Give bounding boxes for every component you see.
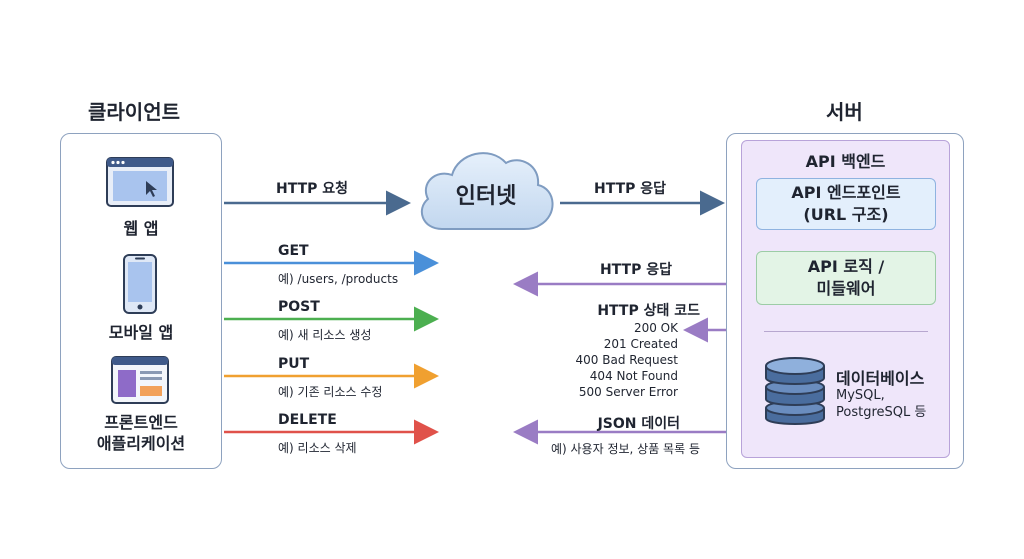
- method-delete-label: DELETE: [278, 412, 337, 428]
- status-code-item: 200 OK: [633, 321, 678, 335]
- method-get-example: 예) /users, /products: [278, 272, 399, 286]
- response-top-label: HTTP 응답: [594, 181, 667, 197]
- status-code-item: 500 Server Error: [578, 385, 678, 399]
- database-title: 데이터베이스: [836, 369, 925, 388]
- status-code-title: HTTP 상태 코드: [597, 303, 700, 319]
- divider: [764, 331, 928, 332]
- request-label: HTTP 요청: [276, 181, 349, 197]
- browser-window-icon: [106, 157, 174, 207]
- status-code-list: 200 OK 201 Created 400 Bad Request 404 N…: [520, 320, 678, 400]
- method-put-example: 예) 기존 리소스 수정: [278, 385, 383, 399]
- server-title: 서버: [826, 100, 863, 124]
- status-code-item: 400 Bad Request: [575, 353, 678, 367]
- mobile-phone-icon: [123, 254, 157, 314]
- database-icon: [765, 357, 825, 425]
- method-get-label: GET: [278, 243, 309, 259]
- method-put-label: PUT: [278, 356, 310, 372]
- api-backend-title: API 백엔드: [805, 152, 886, 171]
- client-item-web-app: 웹 앱: [123, 219, 159, 238]
- method-post-label: POST: [278, 299, 320, 315]
- status-code-item: 201 Created: [603, 337, 678, 351]
- client-item-frontend-app: 프론트엔드 애플리케이션: [96, 413, 186, 453]
- database-examples: MySQL, PostgreSQL 등: [836, 388, 927, 420]
- json-data-example: 예) 사용자 정보, 상품 목록 등: [550, 442, 700, 456]
- api-endpoint-box: API 엔드포인트 (URL 구조): [756, 178, 936, 230]
- frontend-app-icon: [111, 356, 169, 404]
- internet-label: 인터넷: [455, 184, 517, 209]
- method-delete-example: 예) 리소스 삭제: [278, 441, 357, 455]
- client-title: 클라이언트: [88, 100, 180, 124]
- api-logic-box: API 로직 / 미들웨어: [756, 251, 936, 305]
- status-code-item: 404 Not Found: [589, 369, 678, 383]
- cloud-icon: [420, 152, 554, 230]
- method-post-example: 예) 새 리소스 생성: [278, 328, 372, 342]
- http-response-label: HTTP 응답: [599, 262, 672, 278]
- client-item-mobile-app: 모바일 앱: [108, 323, 174, 342]
- json-data-title: JSON 데이터: [597, 416, 680, 432]
